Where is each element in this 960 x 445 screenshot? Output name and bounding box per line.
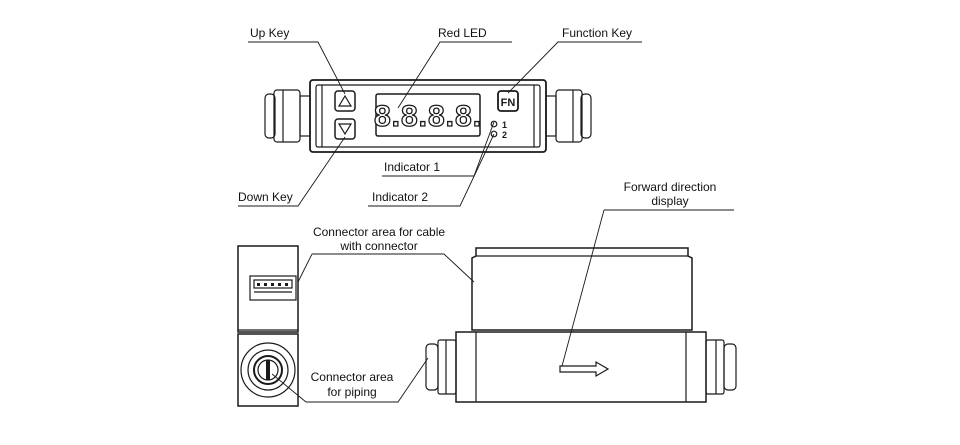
indicator-2-dot [490, 130, 498, 138]
label-connector-cable-line1: Connector area for cable [312, 225, 446, 239]
label-forward-direction: Forward direction [623, 180, 717, 194]
fn-key-label: FN [501, 97, 516, 109]
up-key[interactable] [334, 90, 356, 112]
left-fitting [264, 89, 311, 143]
label-red-led: Red LED [438, 26, 487, 40]
right-fitting [545, 89, 592, 143]
label-indicator-1: Indicator 1 [384, 160, 441, 174]
led-display [375, 93, 481, 137]
top-view [425, 247, 737, 403]
cable-connector-socket [249, 275, 297, 301]
side-view [237, 245, 299, 407]
label-connector-piping-line1: Connector area [310, 370, 394, 384]
indicator-2-number: 2 [502, 130, 507, 140]
function-key[interactable]: FN [497, 90, 519, 112]
piping-port [240, 342, 296, 398]
top-leaders [238, 41, 642, 207]
label-indicator-2: Indicator 2 [372, 190, 429, 204]
label-function-key: Function Key [562, 26, 633, 40]
indicator-1-dot [490, 120, 498, 128]
down-key[interactable] [334, 118, 356, 140]
label-connector-cable-line2: with connector [340, 239, 418, 253]
label-down-key: Down Key [238, 190, 293, 204]
label-up-key: Up Key [250, 26, 290, 40]
label-forward-display: display [651, 194, 689, 208]
front-view: 8.8.8.8. FN 1 2 [264, 79, 592, 153]
bottom-leaders [271, 209, 734, 403]
led-digits: 8.8.8.8. [374, 100, 482, 133]
label-connector-piping-line2: for piping [327, 385, 377, 399]
forward-direction-arrow-icon [559, 360, 610, 378]
front-panel [315, 84, 541, 148]
indicator-1-number: 1 [502, 120, 507, 130]
